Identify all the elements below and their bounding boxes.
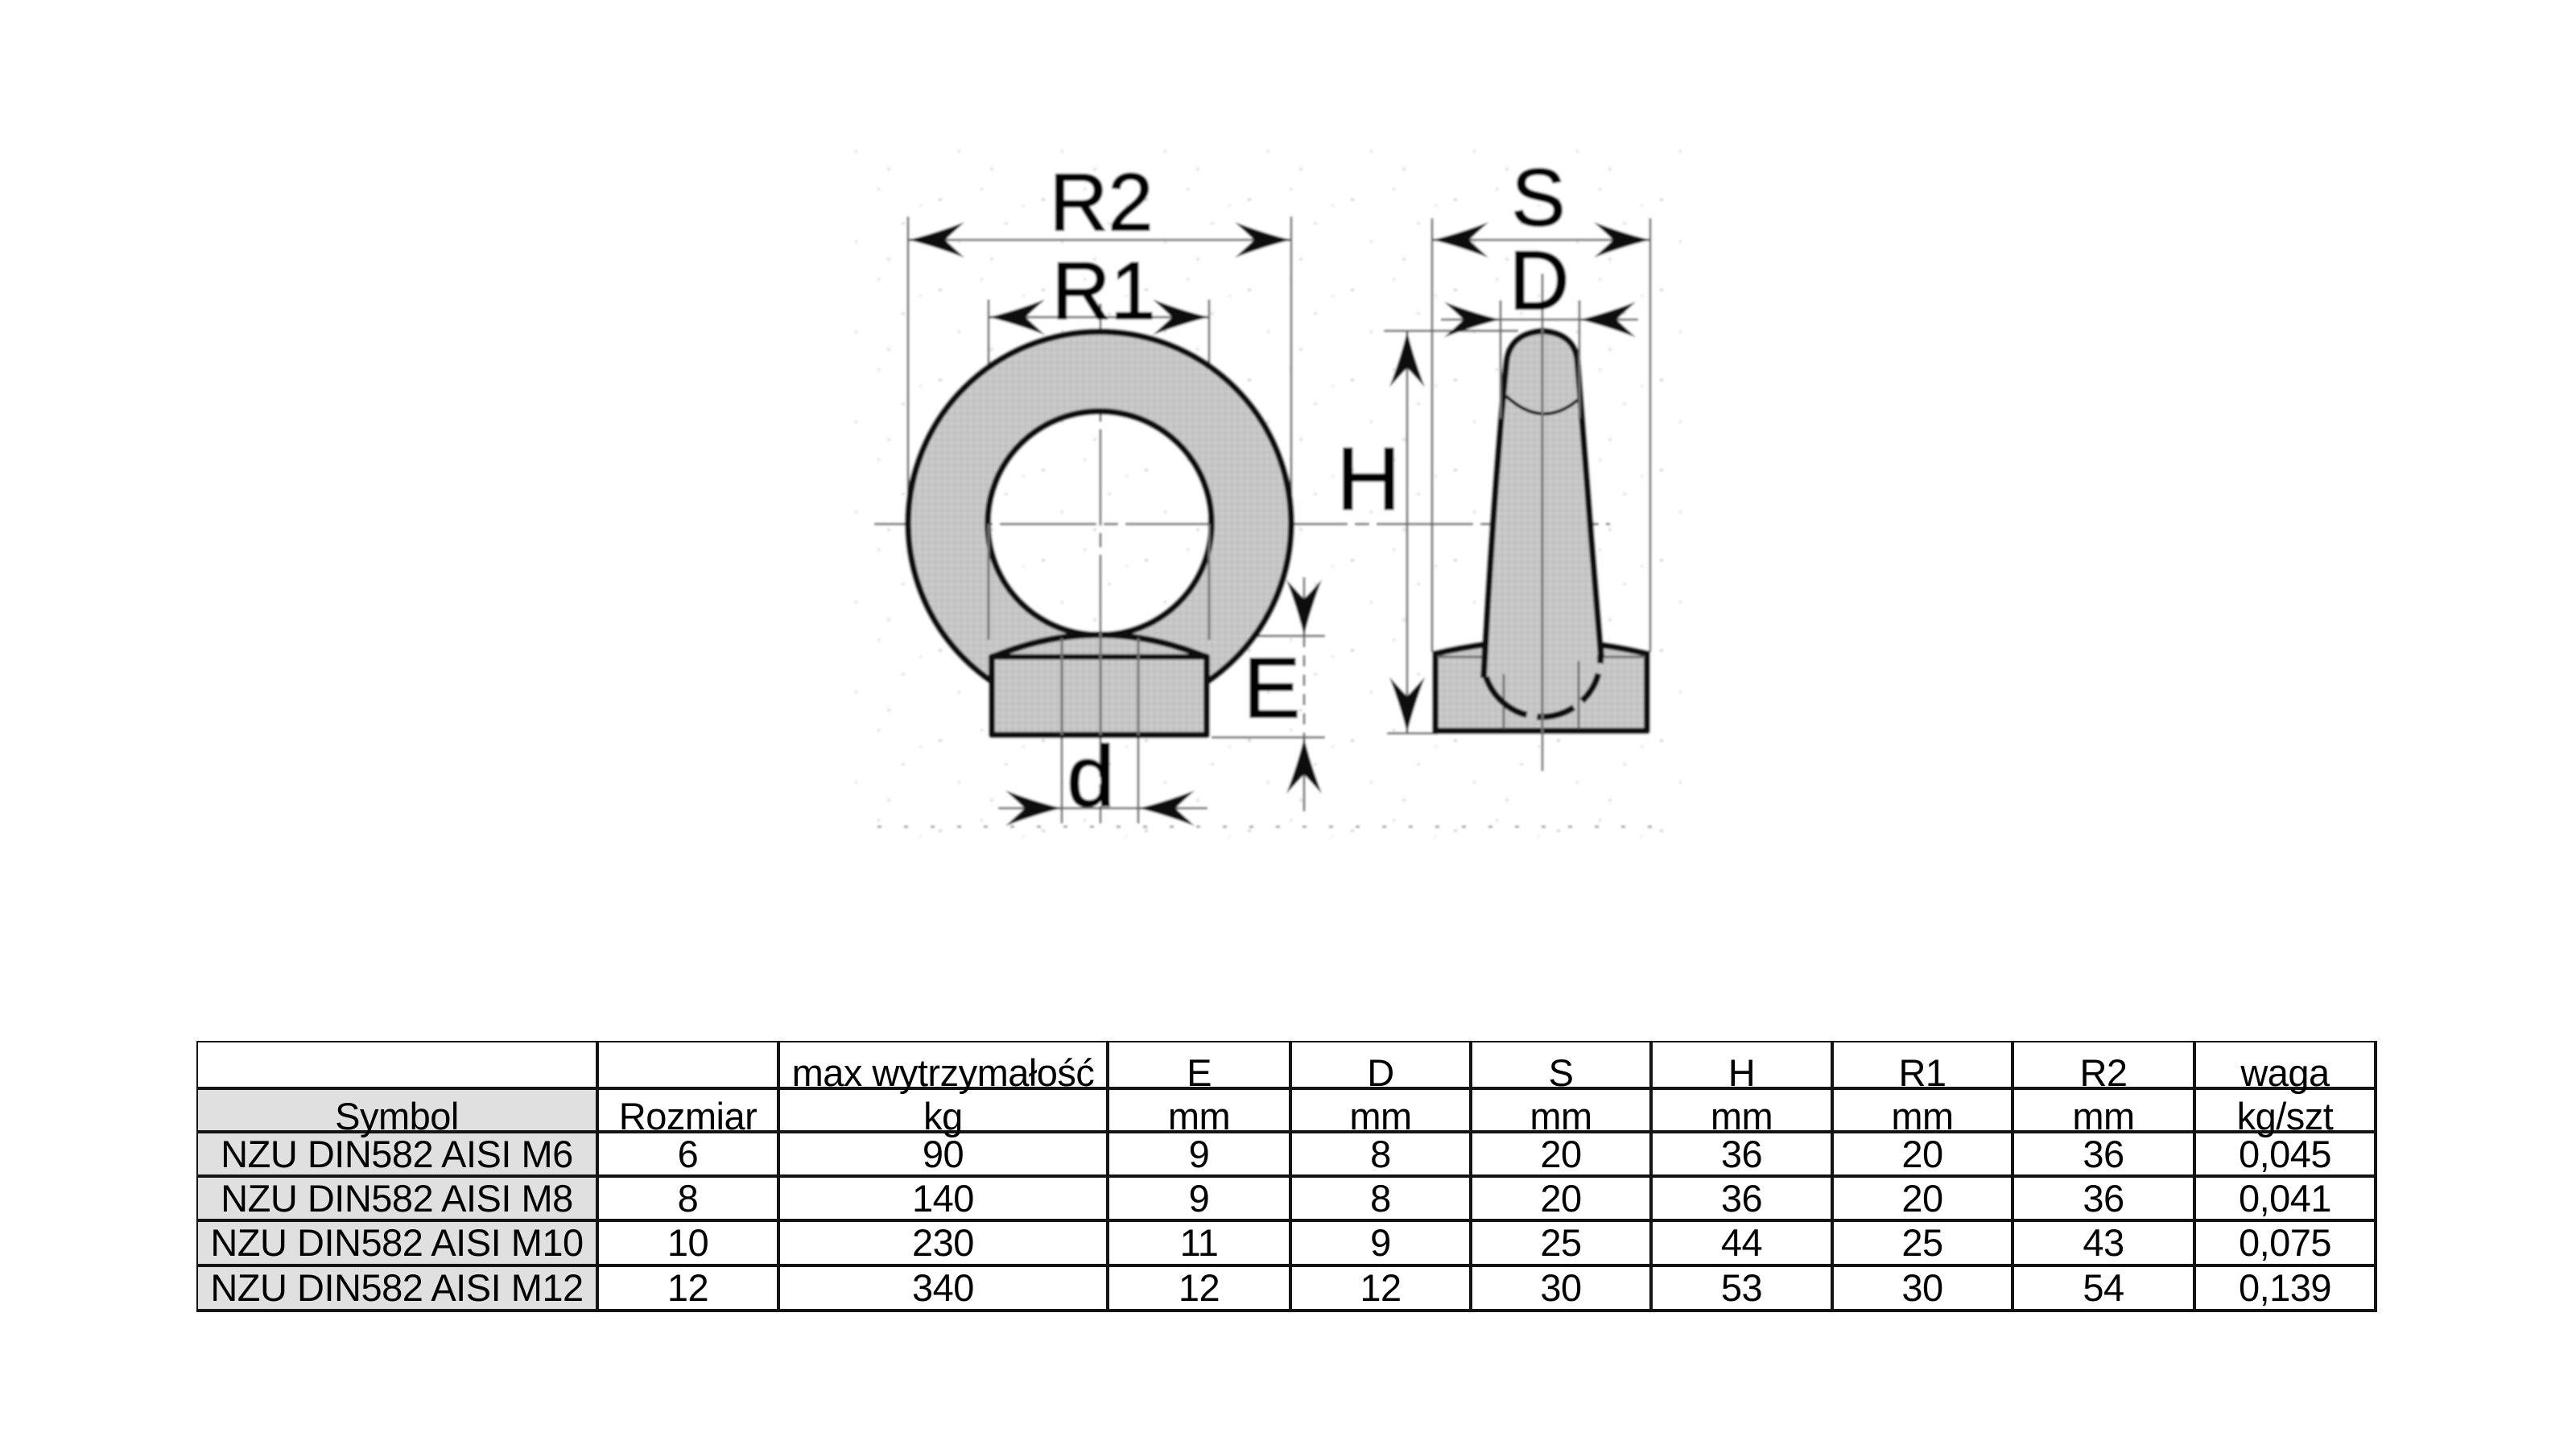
svg-text:H: H bbox=[1336, 430, 1400, 529]
svg-text:R2: R2 bbox=[1049, 158, 1153, 248]
svg-text:E: E bbox=[1244, 641, 1301, 736]
svg-text:S: S bbox=[1511, 153, 1565, 243]
svg-text:D: D bbox=[1509, 234, 1569, 328]
svg-text:R1: R1 bbox=[1051, 246, 1155, 336]
svg-text:d: d bbox=[1067, 728, 1115, 824]
